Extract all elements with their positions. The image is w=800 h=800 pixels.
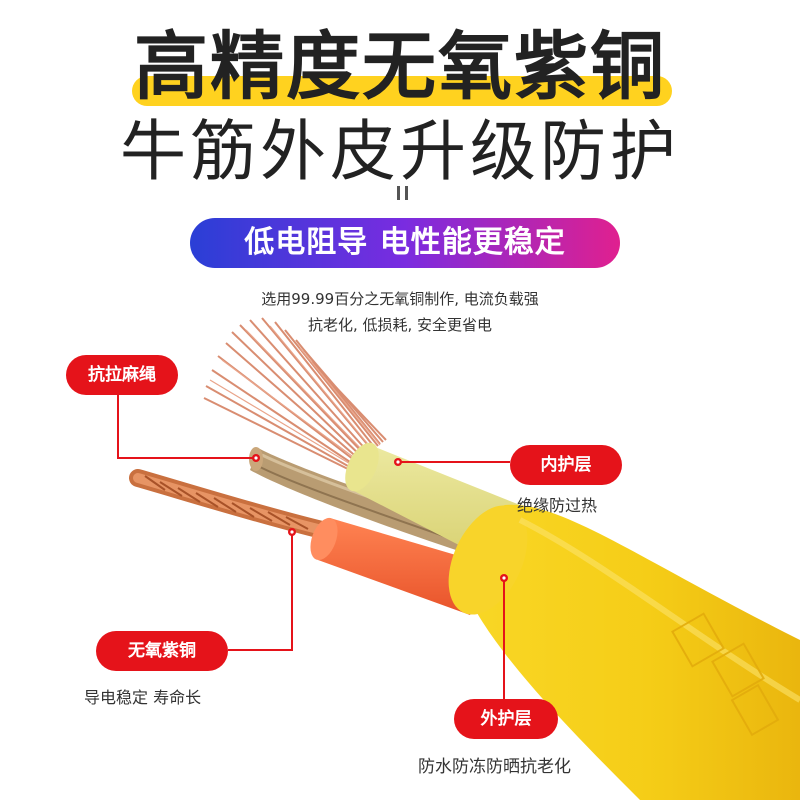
outer-jacket [448, 504, 800, 800]
copper-strands-top [203, 317, 387, 473]
copper-conductor-bottom [129, 469, 331, 539]
callout-copper-note: 导电稳定 寿命长 [84, 688, 202, 707]
title-highlight [132, 76, 672, 106]
page-title: 高精度无氧紫铜 [134, 24, 666, 110]
callout-rope-label: 抗拉麻绳 [66, 355, 178, 395]
description-line: 抗老化, 低损耗, 安全更省电 [307, 316, 493, 334]
callout-outer-label: 外护层 [454, 699, 558, 739]
callout-copper-label: 无氧紫铜 [96, 631, 228, 671]
callout-inner-label: 内护层 [510, 445, 622, 485]
callout-outer-note: 防水防冻防晒抗老化 [418, 757, 571, 777]
feature-banner: 低电阻导 电性能更稳定 [190, 218, 620, 268]
leader-lines [117, 395, 510, 700]
callout-inner-note: 绝缘防过热 [517, 496, 598, 515]
divider-mark [397, 186, 400, 200]
divider-mark [405, 186, 408, 200]
page-subtitle: 牛筋外皮升级防护 [120, 113, 680, 190]
description-line: 选用99.99百分之无氧铜制作, 电流负载强 [261, 290, 539, 308]
